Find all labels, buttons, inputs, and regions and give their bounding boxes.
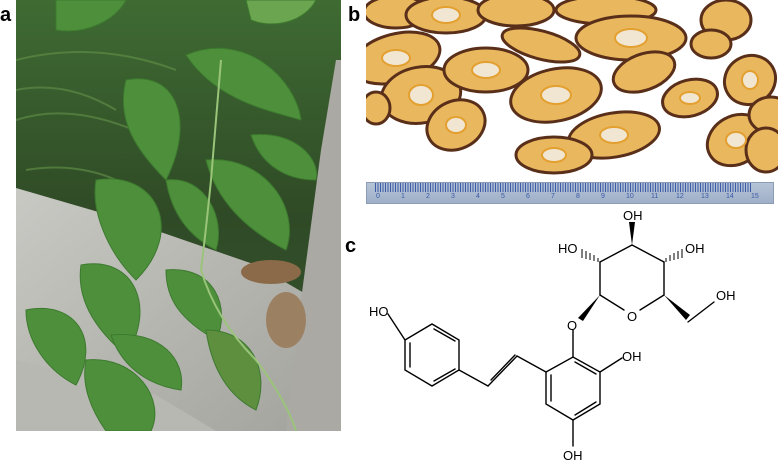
ruler-mark: 15 xyxy=(751,193,759,200)
label-oh-ch2: OH xyxy=(716,288,736,303)
ruler-mark: 11 xyxy=(651,193,659,200)
ruler-mark: 7 xyxy=(551,193,555,200)
label-ho-left: HO xyxy=(369,304,389,319)
chemical-structure: HO OH HO OH OH O O OH OH xyxy=(360,200,778,463)
structure-diagram: HO OH HO OH OH O O OH OH xyxy=(369,208,736,463)
ruler-mark: 10 xyxy=(626,193,634,200)
ruler-mark: 6 xyxy=(526,193,530,200)
label-oh-bottom: OH xyxy=(563,448,583,463)
root-slices-photo xyxy=(366,0,778,180)
ruler-mark: 14 xyxy=(726,193,734,200)
plant-photo-image xyxy=(16,0,341,431)
label-glycosidic-o: O xyxy=(567,318,577,333)
root-slices-image xyxy=(366,0,778,175)
label-ring-o: O xyxy=(627,309,637,324)
panel-label-c: c xyxy=(345,235,357,257)
ruler-mark: 9 xyxy=(601,193,605,200)
ruler-mark: 4 xyxy=(476,193,480,200)
panel-label-b: b xyxy=(348,4,361,26)
ruler-mark: 2 xyxy=(426,193,430,200)
plant-photo xyxy=(16,0,341,431)
ruler-mark: 5 xyxy=(501,193,505,200)
ruler-mark: 3 xyxy=(451,193,455,200)
ruler-mark: 0 xyxy=(376,193,380,200)
label-ho-sugar-left: HO xyxy=(558,241,578,256)
ruler-mark: 1 xyxy=(401,193,405,200)
ruler-mark: 13 xyxy=(701,193,709,200)
label-oh-top: OH xyxy=(623,208,643,223)
ruler-ticks xyxy=(375,183,751,192)
ruler-mark: 8 xyxy=(576,193,580,200)
label-oh-sugar-right: OH xyxy=(685,241,705,256)
label-oh-aromatic-right: OH xyxy=(622,349,642,364)
ruler: 0 1 2 3 4 5 6 7 8 9 10 11 12 13 14 15 xyxy=(366,182,774,204)
panel-label-a: a xyxy=(0,4,12,26)
ruler-mark: 12 xyxy=(676,193,684,200)
